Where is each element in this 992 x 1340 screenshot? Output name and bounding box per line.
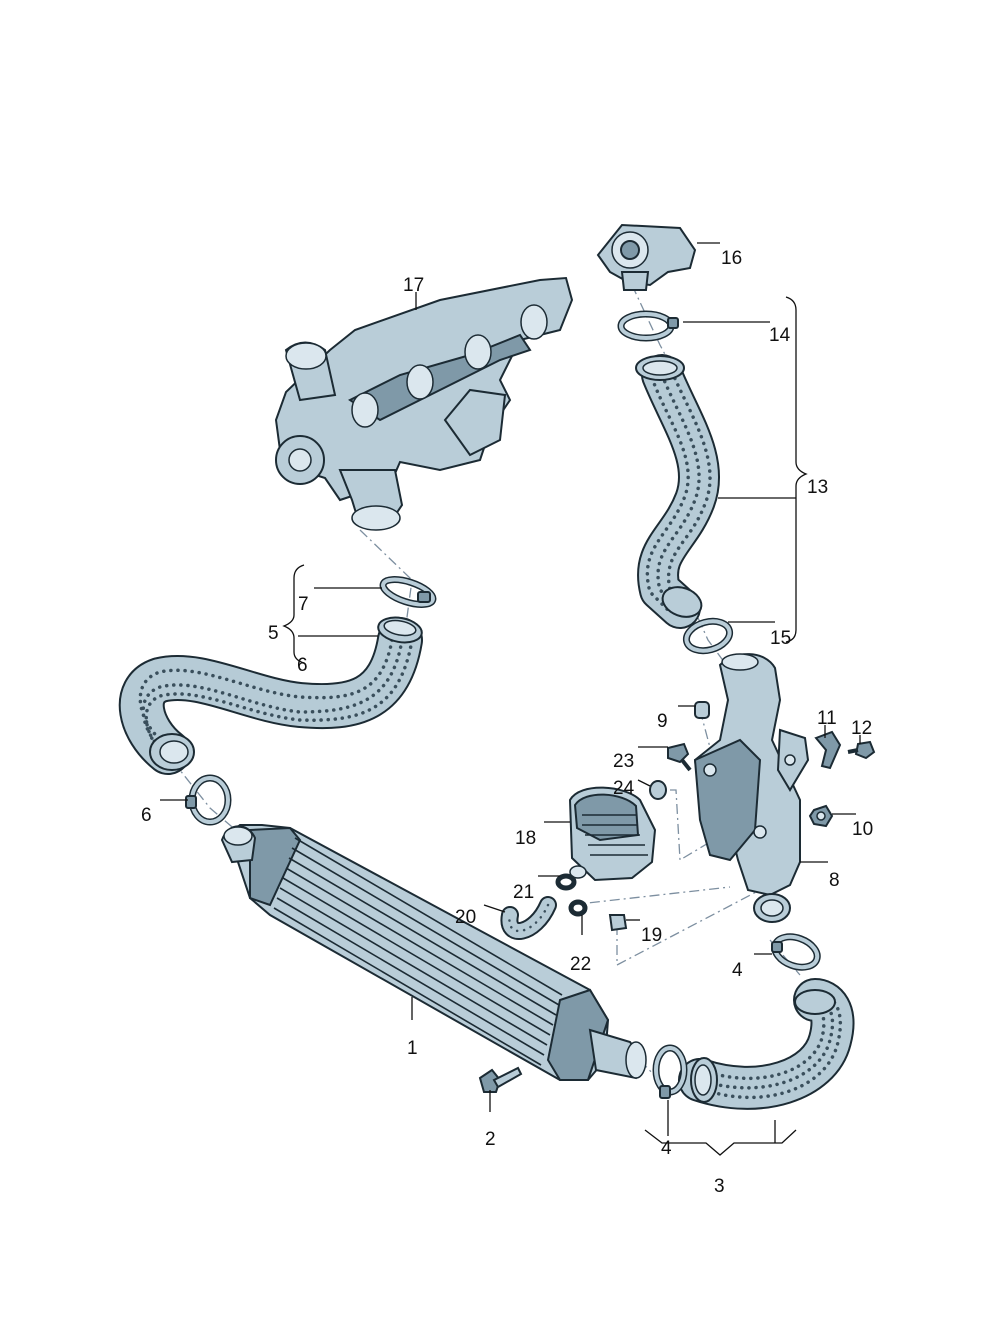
clamp-part-22 (568, 899, 588, 917)
callout-1: 1 (407, 1038, 418, 1059)
charge-air-hose-part-3 (678, 978, 855, 1110)
callout-7: 7 (298, 594, 309, 615)
leader-lines (160, 242, 861, 1156)
resonator-part-18 (568, 786, 657, 882)
callout-22: 22 (570, 954, 591, 975)
intercooler-part-1 (220, 824, 647, 1081)
intake-pipe-part-8 (693, 653, 810, 923)
callout-4-lower: 4 (661, 1138, 672, 1159)
callout-16: 16 (721, 248, 742, 269)
callout-17: 17 (403, 275, 424, 296)
hose-clamp-part-6 (185, 774, 232, 826)
clamp-part-21 (555, 873, 577, 891)
callout-5: 5 (268, 623, 279, 644)
bracket-part-11 (814, 730, 842, 770)
nut-part-10 (808, 804, 834, 828)
hose-clamp-part-4-lower (652, 1044, 688, 1099)
callout-19: 19 (641, 925, 662, 946)
callout-10: 10 (852, 819, 873, 840)
callout-21: 21 (513, 882, 534, 903)
callout-3: 3 (714, 1176, 725, 1197)
screw-part-2 (478, 1066, 523, 1093)
callout-8: 8 (829, 870, 840, 891)
hose-clamp-part-4-upper (771, 933, 821, 971)
hose-clamp-part-7 (379, 576, 437, 608)
grommet-part-24 (649, 780, 667, 800)
charge-air-hose-part-13 (635, 354, 721, 629)
callout-12: 12 (851, 718, 872, 739)
callout-4-upper: 4 (732, 960, 743, 981)
hose-clamp-part-14 (617, 310, 679, 342)
throttle-body-part-16 (596, 223, 697, 291)
callout-15: 15 (770, 628, 791, 649)
callout-9: 9 (657, 711, 668, 732)
callout-24: 24 (613, 778, 635, 799)
callout-13: 13 (807, 477, 828, 498)
plug-part-19 (608, 914, 628, 932)
bolt-part-12 (847, 740, 876, 760)
callout-14: 14 (769, 325, 791, 346)
callout-18: 18 (515, 828, 536, 849)
sleeve-part-9 (694, 701, 710, 719)
callout-6-upper: 6 (297, 655, 308, 676)
small-hose-part-20 (500, 896, 557, 940)
callout-11: 11 (817, 708, 837, 729)
callout-2: 2 (485, 1129, 496, 1150)
callout-20: 20 (455, 907, 476, 928)
turbo-manifold-part-17 (274, 276, 574, 531)
hose-clamp-part-15 (682, 617, 734, 655)
callout-23: 23 (613, 751, 634, 772)
callout-6-lower: 6 (141, 805, 152, 826)
bolt-part-23 (667, 742, 692, 772)
callout-labels: 17 16 14 13 15 7 5 6 6 9 11 12 23 24 10 … (141, 248, 873, 1197)
charge-air-hose-part-5 (118, 616, 423, 775)
